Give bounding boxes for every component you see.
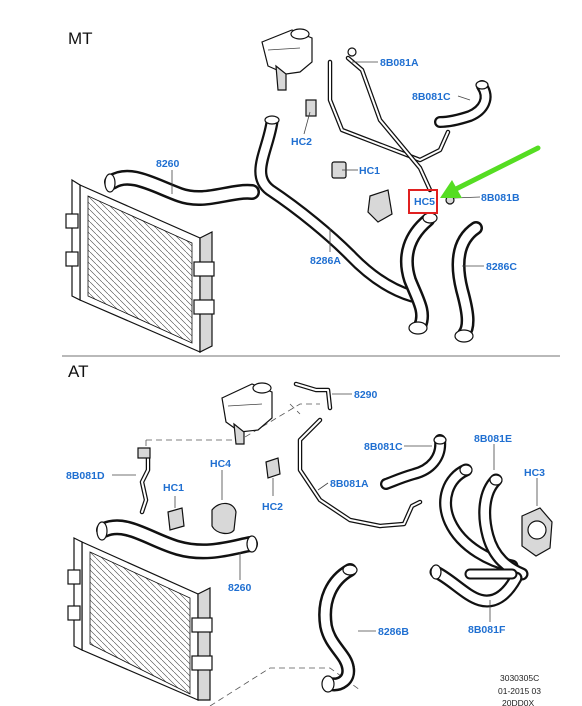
section-mt: MT <box>65 28 541 353</box>
label-hc2-mt: HC2 <box>291 136 312 148</box>
section-at: AT <box>66 362 553 706</box>
section-title-mt: MT <box>68 29 93 48</box>
label-8b081c-at: 8B081C <box>364 441 403 453</box>
label-8260-mt: 8260 <box>156 158 180 170</box>
hose-8286c <box>451 221 483 343</box>
label-hc1-at: HC1 <box>163 482 184 494</box>
reservoir-fitting-mt <box>347 47 357 57</box>
label-8286b: 8286B <box>378 626 409 638</box>
hose-8260-at <box>96 519 258 560</box>
expansion-tank-mt <box>261 28 313 91</box>
radiator-mt <box>65 178 215 353</box>
clip-hc1-part-at <box>167 507 185 531</box>
label-hc2-at: HC2 <box>262 501 283 513</box>
pipe-8b081a-at <box>297 417 423 529</box>
label-hc1-mt: HC1 <box>359 165 380 177</box>
hose-8286b <box>318 563 358 693</box>
highlight-box <box>408 189 438 214</box>
bracket-hc3 <box>521 507 553 557</box>
label-hc3-at: HC3 <box>524 467 545 479</box>
highlight-arrow <box>440 145 541 198</box>
hose-center-mt <box>399 212 438 335</box>
label-8260-at: 8260 <box>228 582 252 594</box>
label-8b081f: 8B081F <box>468 624 506 636</box>
label-hc4-at: HC4 <box>210 458 231 470</box>
bleed-clip-part-mt <box>305 99 317 117</box>
label-8290: 8290 <box>354 389 378 401</box>
hose-8b081f <box>429 564 523 608</box>
label-8286a: 8286A <box>310 255 341 267</box>
hose-8b081c-at <box>380 434 447 490</box>
pipe-8b081d <box>139 453 151 515</box>
label-8b081d: 8B081D <box>66 470 105 482</box>
pipe-8b081a-mt <box>327 55 451 193</box>
section-title-at: AT <box>68 362 88 381</box>
hose-8260-mt <box>104 169 260 207</box>
label-8b081a-at: 8B081A <box>330 478 369 490</box>
hose-8b081c-mt <box>434 80 492 128</box>
clip-hc4-part-at <box>211 502 237 535</box>
expansion-tank-at <box>221 382 273 445</box>
thermostat-part-mt <box>367 189 393 223</box>
label-8286c: 8286C <box>486 261 517 273</box>
label-8b081e: 8B081E <box>474 433 512 445</box>
figure-code-line-3: 20DD0X <box>502 698 534 706</box>
label-hc5-mt: HC5 <box>414 196 435 208</box>
figure-code-line-2: 01-2015 03 <box>498 686 541 696</box>
figure-code-line-1: 3030305C <box>500 673 539 683</box>
label-8b081b-mt: 8B081B <box>481 192 520 204</box>
hose-8b081e <box>439 463 529 581</box>
clip-8b081d-part-at <box>137 447 151 459</box>
pipe-8290 <box>293 381 333 411</box>
figure-code-block: 3030305C 01-2015 03 20DD0X <box>498 673 541 706</box>
clip-hc2-part-at <box>265 457 281 479</box>
label-8b081a-mt: 8B081A <box>380 57 419 69</box>
radiator-at <box>67 537 213 701</box>
label-8b081c-mt: 8B081C <box>412 91 451 103</box>
hose-8286a <box>254 115 419 303</box>
